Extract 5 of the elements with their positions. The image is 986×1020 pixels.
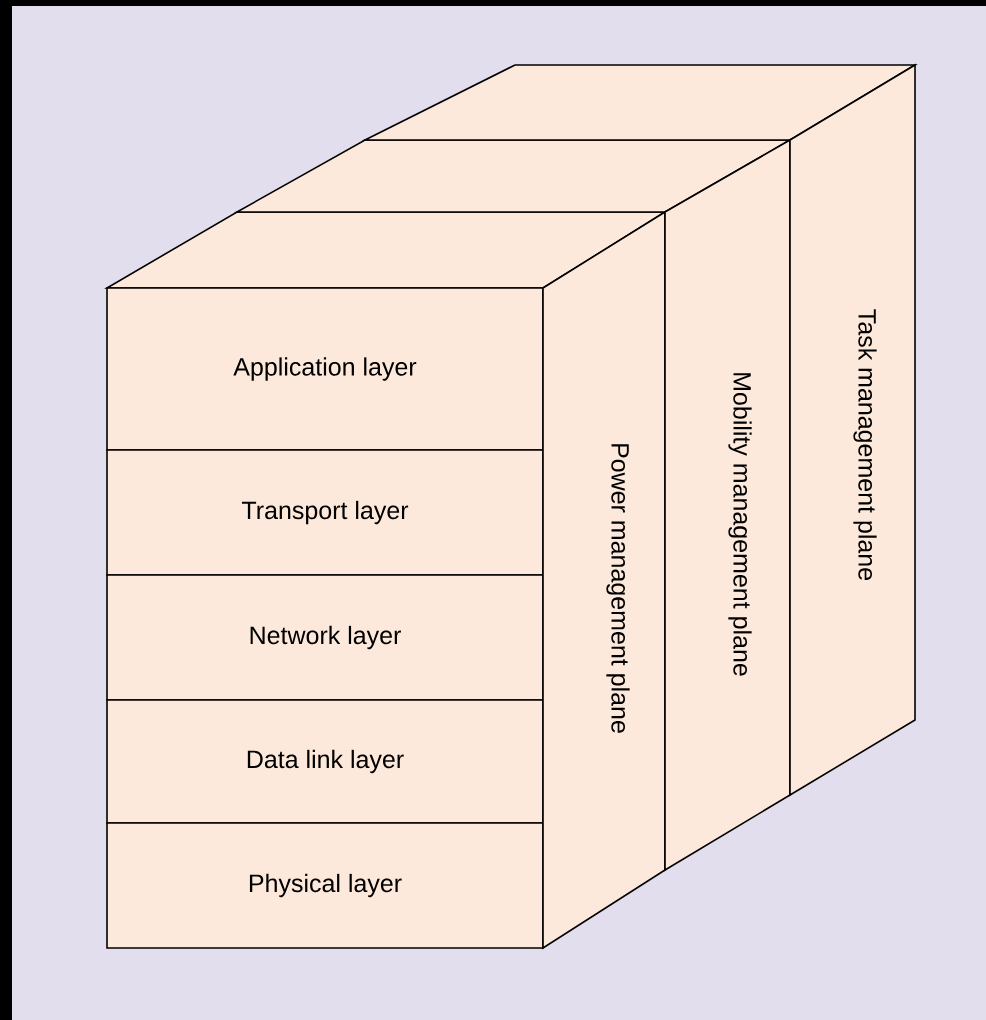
layer-box: Application layer xyxy=(106,287,544,451)
layer-box: Physical layer xyxy=(106,822,544,949)
layer-box: Transport layer xyxy=(106,449,544,576)
layer-box: Data link layer xyxy=(106,699,544,824)
layer-box: Network layer xyxy=(106,574,544,701)
